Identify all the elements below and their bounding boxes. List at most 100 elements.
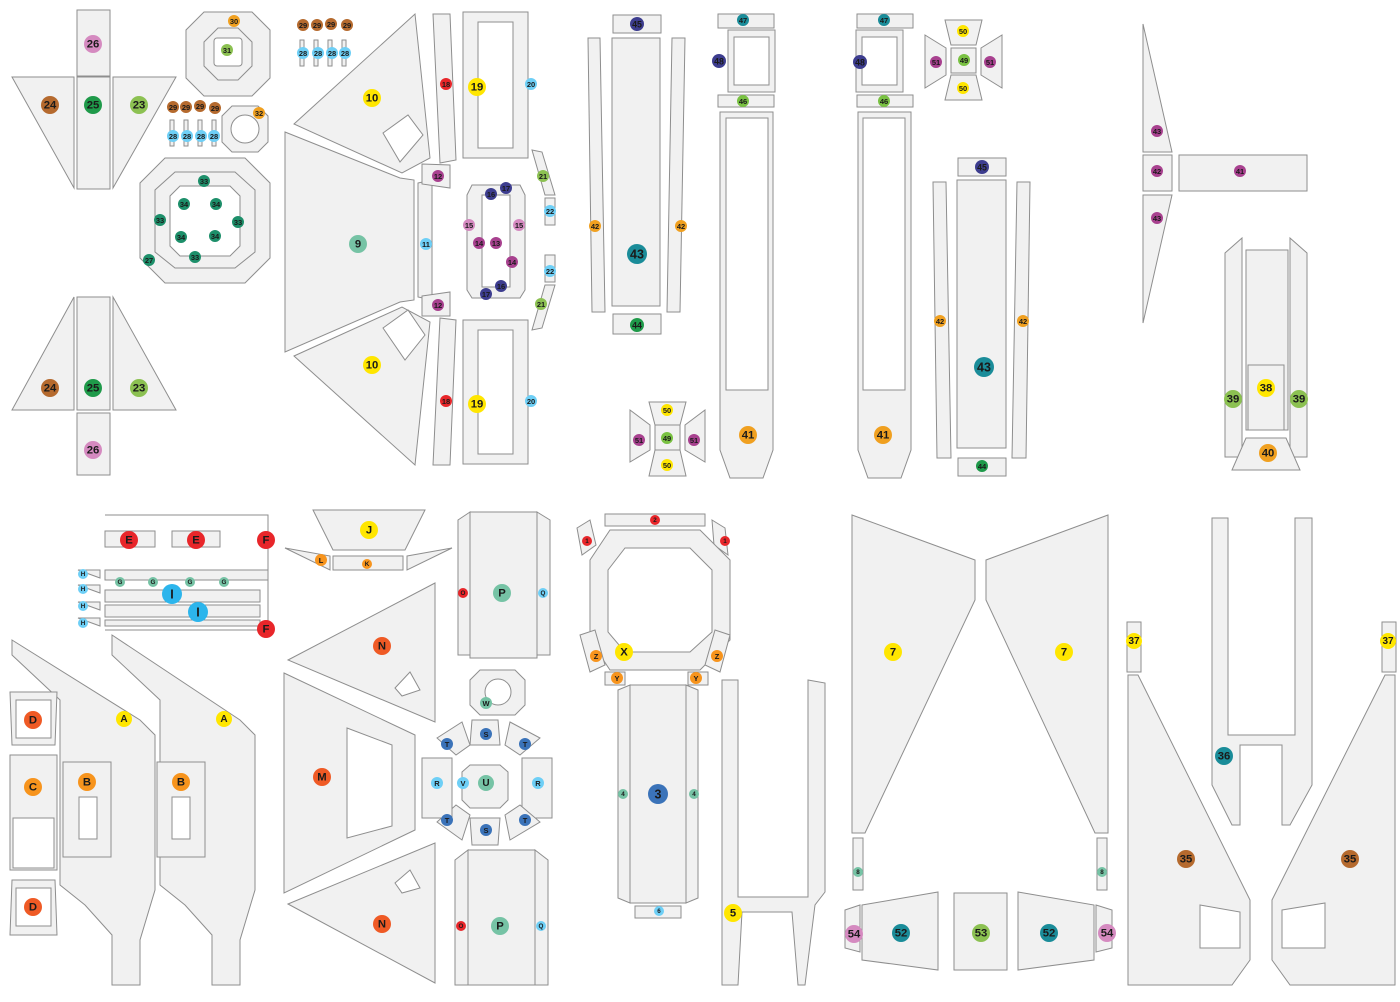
label-badge xyxy=(544,265,556,277)
label-badge xyxy=(1259,444,1277,462)
label-badge xyxy=(485,188,497,200)
label-badge xyxy=(737,95,749,107)
label-h-4: H xyxy=(78,618,88,628)
label-40-1: 40 xyxy=(1259,444,1277,462)
label-text: 50 xyxy=(663,406,671,415)
label-badge xyxy=(535,298,547,310)
label-badge xyxy=(78,618,88,628)
label-38-1: 38 xyxy=(1257,379,1275,397)
label-r-2: R xyxy=(532,777,544,789)
label-badge xyxy=(884,643,902,661)
label-text: A xyxy=(220,714,227,725)
rails-E-F-G-H-I xyxy=(77,514,269,631)
label-text: M xyxy=(317,772,326,784)
label-text: 53 xyxy=(975,928,988,940)
label-22-1: 22 xyxy=(544,205,556,217)
label-text: 52 xyxy=(1043,928,1056,940)
label-8-1: 8 xyxy=(853,867,863,877)
label-28-2: 28 xyxy=(312,47,324,59)
label-4-2: 4 xyxy=(689,789,699,799)
label-text: 28 xyxy=(314,49,322,58)
label-d-2: D xyxy=(24,898,42,916)
label-badge xyxy=(633,434,645,446)
label-badge xyxy=(957,25,969,37)
label-text: 20 xyxy=(527,80,535,89)
label-54-1: 54 xyxy=(845,925,863,943)
label-text: 15 xyxy=(465,221,473,230)
label-13-1: 13 xyxy=(490,237,502,249)
label-text: T xyxy=(445,816,450,825)
label-text: 27 xyxy=(145,256,153,265)
label-text: O xyxy=(459,923,464,930)
label-42-2: 42 xyxy=(675,220,687,232)
label-37-2: 37 xyxy=(1380,633,1396,649)
label-28-6: 28 xyxy=(181,130,193,142)
label-text: 18 xyxy=(442,397,450,406)
label-badge xyxy=(341,19,353,31)
label-2-1: 2 xyxy=(650,515,660,525)
label-text: T xyxy=(523,740,528,749)
label-49-2: 49 xyxy=(958,54,970,66)
label-badge xyxy=(468,395,486,413)
label-36-1: 36 xyxy=(1215,747,1233,765)
label-text: 43 xyxy=(1153,214,1161,223)
label-text: 15 xyxy=(515,221,523,230)
label-text: A xyxy=(120,714,127,725)
label-5-1: 5 xyxy=(724,904,742,922)
label-text: 28 xyxy=(328,49,336,58)
label-text: 11 xyxy=(422,240,430,249)
label-badge xyxy=(315,554,327,566)
label-badge xyxy=(611,672,623,684)
label-text: J xyxy=(366,525,372,537)
big-wing-7-left xyxy=(851,514,976,891)
label-o-2: O xyxy=(456,921,466,931)
label-badge xyxy=(116,711,132,727)
label-48-1: 48 xyxy=(712,54,726,68)
label-badge xyxy=(373,915,391,933)
label-text: G xyxy=(118,579,123,586)
label-badge xyxy=(221,44,233,56)
label-p-2: P xyxy=(491,917,509,935)
label-badge xyxy=(463,219,475,231)
label-46-2: 46 xyxy=(878,95,890,107)
label-text: 33 xyxy=(200,177,208,186)
label-text: 49 xyxy=(960,56,968,65)
label-28-4: 28 xyxy=(339,47,351,59)
label-badge xyxy=(441,814,453,826)
label-text: U xyxy=(482,778,489,789)
label-21-2: 21 xyxy=(535,298,547,310)
label-r-1: R xyxy=(431,777,443,789)
label-g-3: G xyxy=(185,577,195,587)
label-badge xyxy=(519,814,531,826)
label-h-2: H xyxy=(78,584,88,594)
label-text: 37 xyxy=(1128,636,1140,647)
label-text: W xyxy=(482,699,490,708)
label-badge xyxy=(892,924,910,942)
label-text: 51 xyxy=(986,58,994,67)
label-44-1: 44 xyxy=(630,318,644,332)
label-badge xyxy=(525,78,537,90)
label-text: 28 xyxy=(183,132,191,141)
label-t-2: T xyxy=(519,738,531,750)
label-9-1: 9 xyxy=(349,235,367,253)
label-badge xyxy=(115,577,125,587)
label-text: 34 xyxy=(177,233,186,242)
label-text: 35 xyxy=(1180,854,1193,866)
label-29-1: 29 xyxy=(297,19,309,31)
label-n-1: N xyxy=(373,637,391,655)
label-badge xyxy=(441,738,453,750)
hexagon-frame xyxy=(576,513,731,686)
label-35-1: 35 xyxy=(1177,850,1195,868)
label-17-1: 17 xyxy=(500,182,512,194)
label-text: 19 xyxy=(471,82,484,94)
label-text: 44 xyxy=(632,321,642,331)
label-badge xyxy=(175,231,187,243)
wing-part-J-K-L xyxy=(284,509,453,571)
label-text: 48 xyxy=(714,57,724,67)
label-4-1: 4 xyxy=(618,789,628,799)
label-text: O xyxy=(461,590,466,597)
label-text: I xyxy=(196,606,199,620)
label-h-3: H xyxy=(78,601,88,611)
